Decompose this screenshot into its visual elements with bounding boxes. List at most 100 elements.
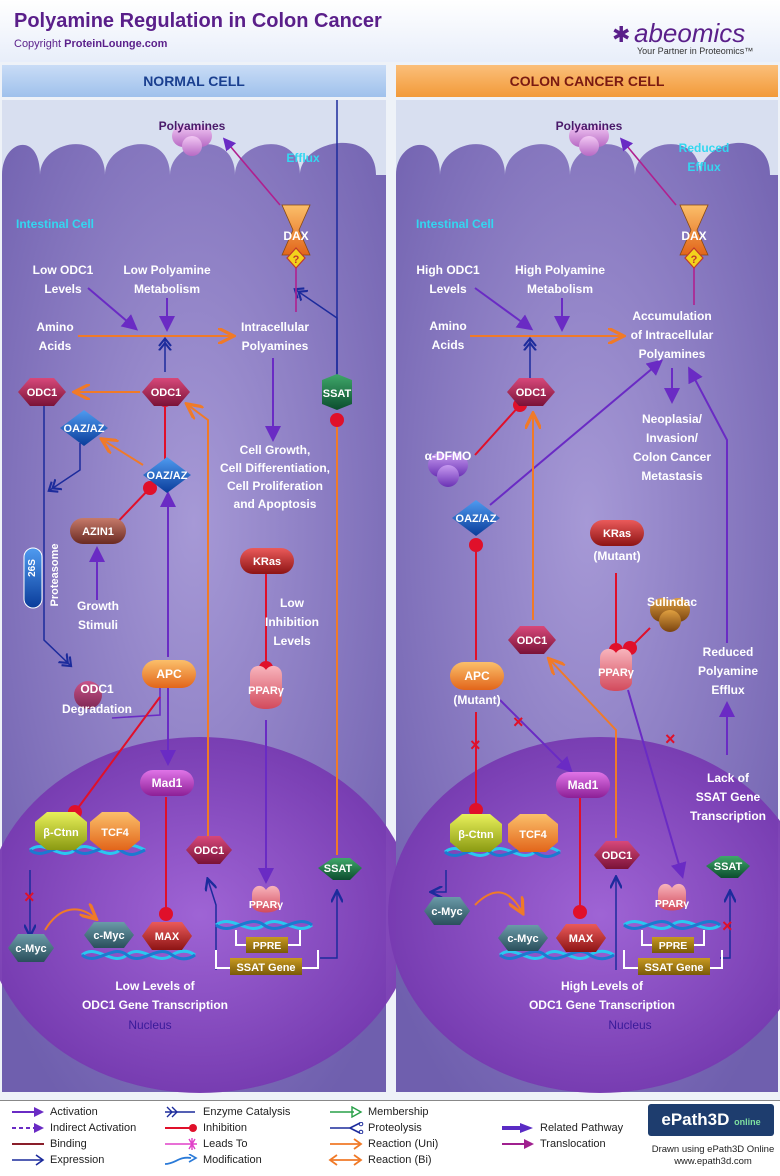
dax-transporter: DAX ?	[281, 204, 311, 269]
unknown-icon	[286, 247, 306, 269]
c-myc-node: c-Myc	[84, 922, 134, 948]
svg-text:α-DFMO: α-DFMO	[425, 449, 472, 463]
svg-text:c-Myc: c-Myc	[431, 906, 462, 918]
translocation-icon	[502, 1139, 534, 1149]
kras-mutant-label: (Mutant)	[593, 549, 640, 563]
svg-text:SSAT: SSAT	[323, 388, 352, 400]
legend-modification: Modification	[163, 1154, 262, 1166]
oaz-to-polyamines	[489, 359, 664, 506]
odc1-mid-node: ODC1	[508, 626, 556, 654]
apc-bctnn-block-mark: ×	[470, 735, 481, 755]
ppar-to-nucleus-blocked	[627, 689, 687, 879]
svg-text:β-Ctnn: β-Ctnn	[43, 827, 79, 839]
cancer-nucleus-label: Nucleus	[608, 1018, 651, 1032]
svg-text:?: ?	[691, 254, 698, 266]
svg-text:OAZ/AZ: OAZ/AZ	[456, 513, 497, 525]
odc1-nuc-to-odc1	[188, 405, 209, 838]
modification-icon	[164, 1154, 198, 1165]
svg-text:OAZ/AZ: OAZ/AZ	[64, 423, 105, 435]
apc-mad1-block-mark: ×	[513, 712, 524, 732]
legend-leads-to: Leads To	[163, 1138, 247, 1150]
membership-arrow-icon	[330, 1106, 363, 1118]
svg-text:PPARγ: PPARγ	[598, 667, 635, 679]
ssat-node: SSAT	[322, 374, 352, 410]
odc1-node: ODC1	[142, 378, 190, 406]
leads-to-icon	[165, 1138, 197, 1150]
cancer-c-myc-node: c-Myc	[498, 925, 548, 951]
enzyme-catalysis-icon	[165, 1106, 195, 1118]
reaction-bi-icon	[328, 1154, 363, 1166]
svg-text:SSAT: SSAT	[324, 863, 353, 875]
copyright-prefix: Copyright	[14, 38, 65, 50]
apc-mutant-label: (Mutant)	[453, 693, 500, 707]
intestinal-cell-label: Intestinal Cell	[16, 217, 94, 231]
polyamines-label: Polyamines	[159, 119, 226, 133]
reduced-to-accumulation	[688, 366, 728, 643]
cancer-ppre-dna: PPARγ PPRE SSAT Gene	[623, 883, 723, 975]
cmyc-to-cmyc	[44, 909, 95, 931]
sulindac-inhibits-ppar	[623, 627, 651, 655]
indirect-activation-icon	[12, 1123, 44, 1133]
cancer-ssat-gene-label: SSAT Gene	[644, 962, 703, 974]
svg-text:ODC1: ODC1	[516, 387, 547, 399]
kras-node: KRas	[240, 548, 294, 574]
svg-text:c-Myc: c-Myc	[15, 943, 46, 955]
dfmo-node: α-DFMO	[425, 449, 472, 487]
epath3d-online: online	[734, 1117, 761, 1127]
efflux-arrow	[222, 137, 281, 206]
header-bar	[0, 0, 780, 62]
expression-arrow-icon	[12, 1154, 45, 1166]
ppar-block-mark: ×	[665, 729, 676, 749]
svg-text:c-Myc: c-Myc	[93, 930, 124, 942]
inhibition-icon	[165, 1124, 197, 1132]
kras-mutant-node: KRas (Mutant)	[590, 520, 644, 563]
odc1-proteolysis	[43, 400, 70, 665]
svg-text:KRas: KRas	[253, 556, 281, 568]
cell-growth-text: Cell Growth,Cell Differentiation,Cell Pr…	[220, 443, 330, 511]
cancer-oaz-az-node: OAZ/AZ	[452, 500, 500, 536]
ssat-catalysis	[296, 290, 338, 375]
svg-text:MAX: MAX	[155, 931, 180, 943]
cancer-mad1-node: Mad1	[556, 772, 610, 798]
svg-text:TCF4: TCF4	[519, 829, 547, 841]
b-ctnn-node: β-Ctnn	[35, 812, 87, 850]
legend-related-pathway: Related Pathway	[500, 1122, 623, 1134]
apc-inhibits-bctnn	[68, 696, 161, 819]
legend-translocation: Translocation	[500, 1138, 606, 1150]
svg-text:β-Ctnn: β-Ctnn	[458, 829, 494, 841]
svg-text:DAX: DAX	[681, 229, 706, 243]
ppar-nuc-label: PPARγ	[249, 899, 283, 911]
reaction-uni-icon	[330, 1138, 363, 1150]
legend-indirect: Indirect Activation	[10, 1122, 136, 1134]
proteasome-node: 26S Proteasome	[23, 544, 61, 609]
svg-text:TCF4: TCF4	[101, 827, 129, 839]
ppre-label: PPRE	[253, 940, 282, 952]
svg-text:OAZ/AZ: OAZ/AZ	[147, 470, 188, 482]
abeomics-logo-icon: ✱	[612, 22, 631, 47]
max-node: MAX	[142, 922, 192, 950]
cancer-tcf4-node: TCF4	[508, 814, 558, 852]
apc-to-mad1-blocked	[499, 699, 573, 773]
azin1-node: AZIN1	[70, 518, 126, 544]
high-odc1-arrow	[474, 287, 534, 331]
svg-text:Mad1: Mad1	[568, 778, 599, 792]
legend-enzyme: Enzyme Catalysis	[163, 1106, 290, 1118]
ppre-dna: PPARγ PPRE SSAT Gene	[215, 885, 319, 975]
dax-label: DAX	[283, 229, 308, 243]
cancer-ppar-nuc-label: PPARγ	[655, 898, 689, 910]
cancer-odc1-node: ODC1	[507, 378, 555, 406]
proteolysis-icon	[330, 1122, 364, 1134]
related-pathway-icon	[502, 1123, 533, 1133]
ssat-nuc-node: SSAT	[318, 858, 362, 880]
